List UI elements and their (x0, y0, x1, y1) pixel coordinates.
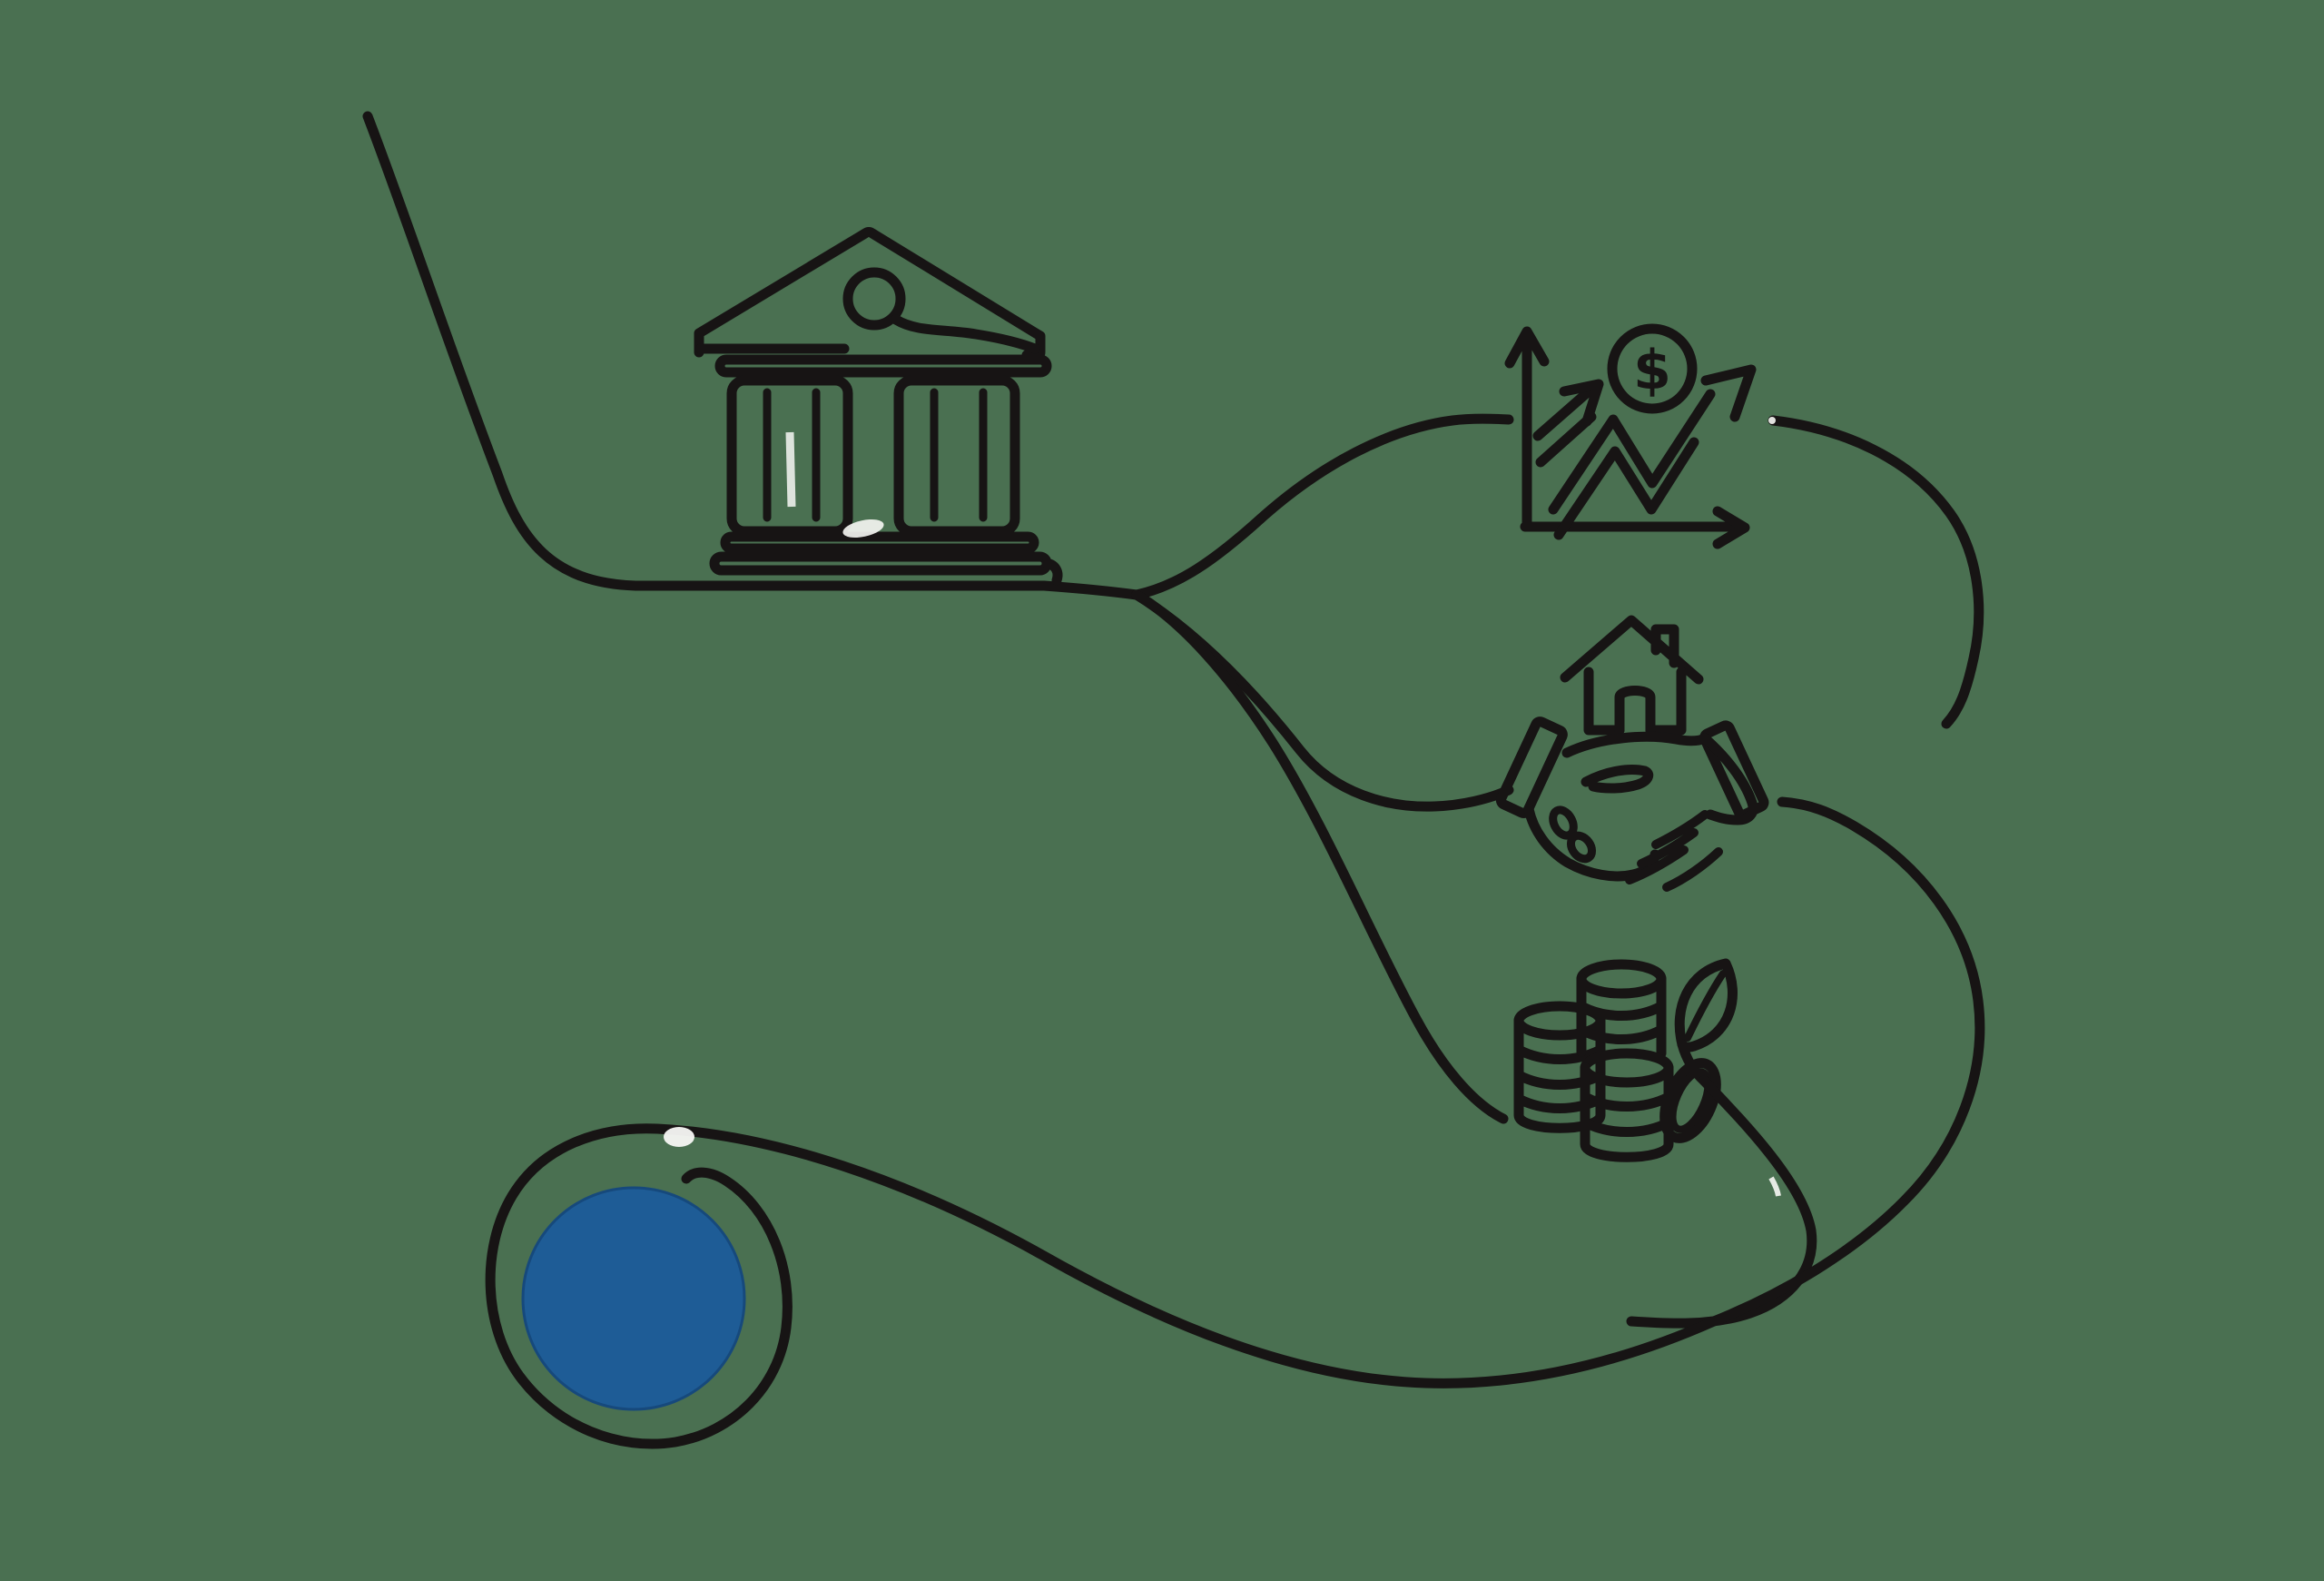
bank-column-block-left (726, 375, 853, 537)
branch-to-chart (1131, 413, 1514, 600)
bank-right-step-connector (1041, 558, 1063, 586)
bank-column-block-right (893, 375, 1020, 537)
house-icon (1560, 615, 1704, 736)
handshake-thumb (1581, 765, 1654, 794)
house-door (1614, 686, 1656, 736)
handshake-knuckle (1566, 831, 1597, 864)
coin-stack-left (1513, 1015, 1606, 1133)
tilted-coin-icon (1659, 1058, 1721, 1143)
highlight-marks (664, 417, 1781, 1197)
handshake-fingers (1625, 810, 1723, 892)
blue-coin (521, 1186, 746, 1411)
chart-x-arrow-icon (1712, 506, 1750, 549)
chart-exit-highlight (1768, 417, 1776, 424)
growth-chart-icon (1504, 323, 1757, 549)
chart-exit-line (1768, 415, 1984, 729)
house-walls (1583, 667, 1687, 736)
loop-highlight-dash (1768, 1176, 1781, 1197)
bank-column-highlight (785, 431, 796, 508)
coin-stack-tall (1576, 973, 1667, 1059)
bank-entablature (714, 354, 1052, 378)
handshake-top-contour (1561, 731, 1710, 758)
chart-big-arrow-head (1700, 364, 1757, 422)
bank-building-icon (694, 227, 1063, 586)
bank-step (720, 531, 1039, 554)
handshake-left-cuff (1495, 716, 1568, 819)
bank-column-lines (763, 388, 988, 522)
chart-y-arrow-icon (1504, 326, 1550, 369)
bank-pediment-window (842, 267, 906, 331)
chart-small-arrow-head (1559, 379, 1604, 427)
chart-zigzag-lower (1553, 437, 1699, 540)
branch-to-coins (1131, 589, 1509, 1124)
leaf-stem-loop (1626, 1075, 1817, 1329)
house-chimney (1650, 624, 1679, 668)
tilted-coin-inner (1669, 1068, 1712, 1133)
leaf-vein (1684, 970, 1727, 1042)
handshake-knuckle (1549, 805, 1578, 840)
bank-pediment-base-right (891, 314, 1040, 354)
leaf-icon (1674, 958, 1738, 1052)
dollar-coin-icon (1607, 323, 1698, 414)
chart-zigzag-upper (1548, 389, 1716, 515)
entry-and-ground-line (362, 111, 1142, 600)
bank-step-highlight (842, 519, 884, 539)
handshake-right-hand-edge (1699, 733, 1758, 825)
line-art (362, 111, 1985, 1449)
grand-loop-and-spiral (485, 796, 1985, 1449)
dollar-sign: $ (1633, 339, 1671, 402)
handshake-icon (1495, 716, 1769, 892)
spiral-top-highlight (664, 1127, 694, 1147)
